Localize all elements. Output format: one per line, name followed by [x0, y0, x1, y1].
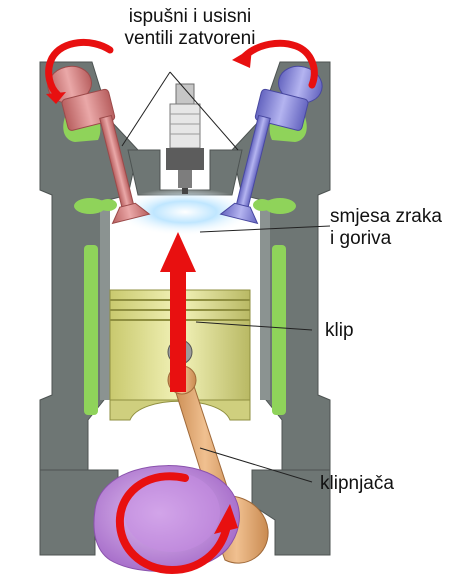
mixture-label-line1: smjesa zraka: [330, 206, 442, 228]
connecting-rod-label: klipnjača: [320, 473, 394, 495]
valves-label: ispušni i usisni ventili zatvoreni: [95, 6, 285, 50]
mixture-label: smjesa zraka i goriva: [330, 206, 442, 250]
valves-label-line2: ventili zatvoreni: [95, 28, 285, 50]
piston-label: klip: [325, 320, 354, 342]
valves-label-line1: ispušni i usisni: [95, 6, 285, 28]
crankshaft: [94, 466, 239, 572]
mixture-label-line2: i goriva: [330, 228, 442, 250]
spark-plug: [166, 84, 204, 194]
